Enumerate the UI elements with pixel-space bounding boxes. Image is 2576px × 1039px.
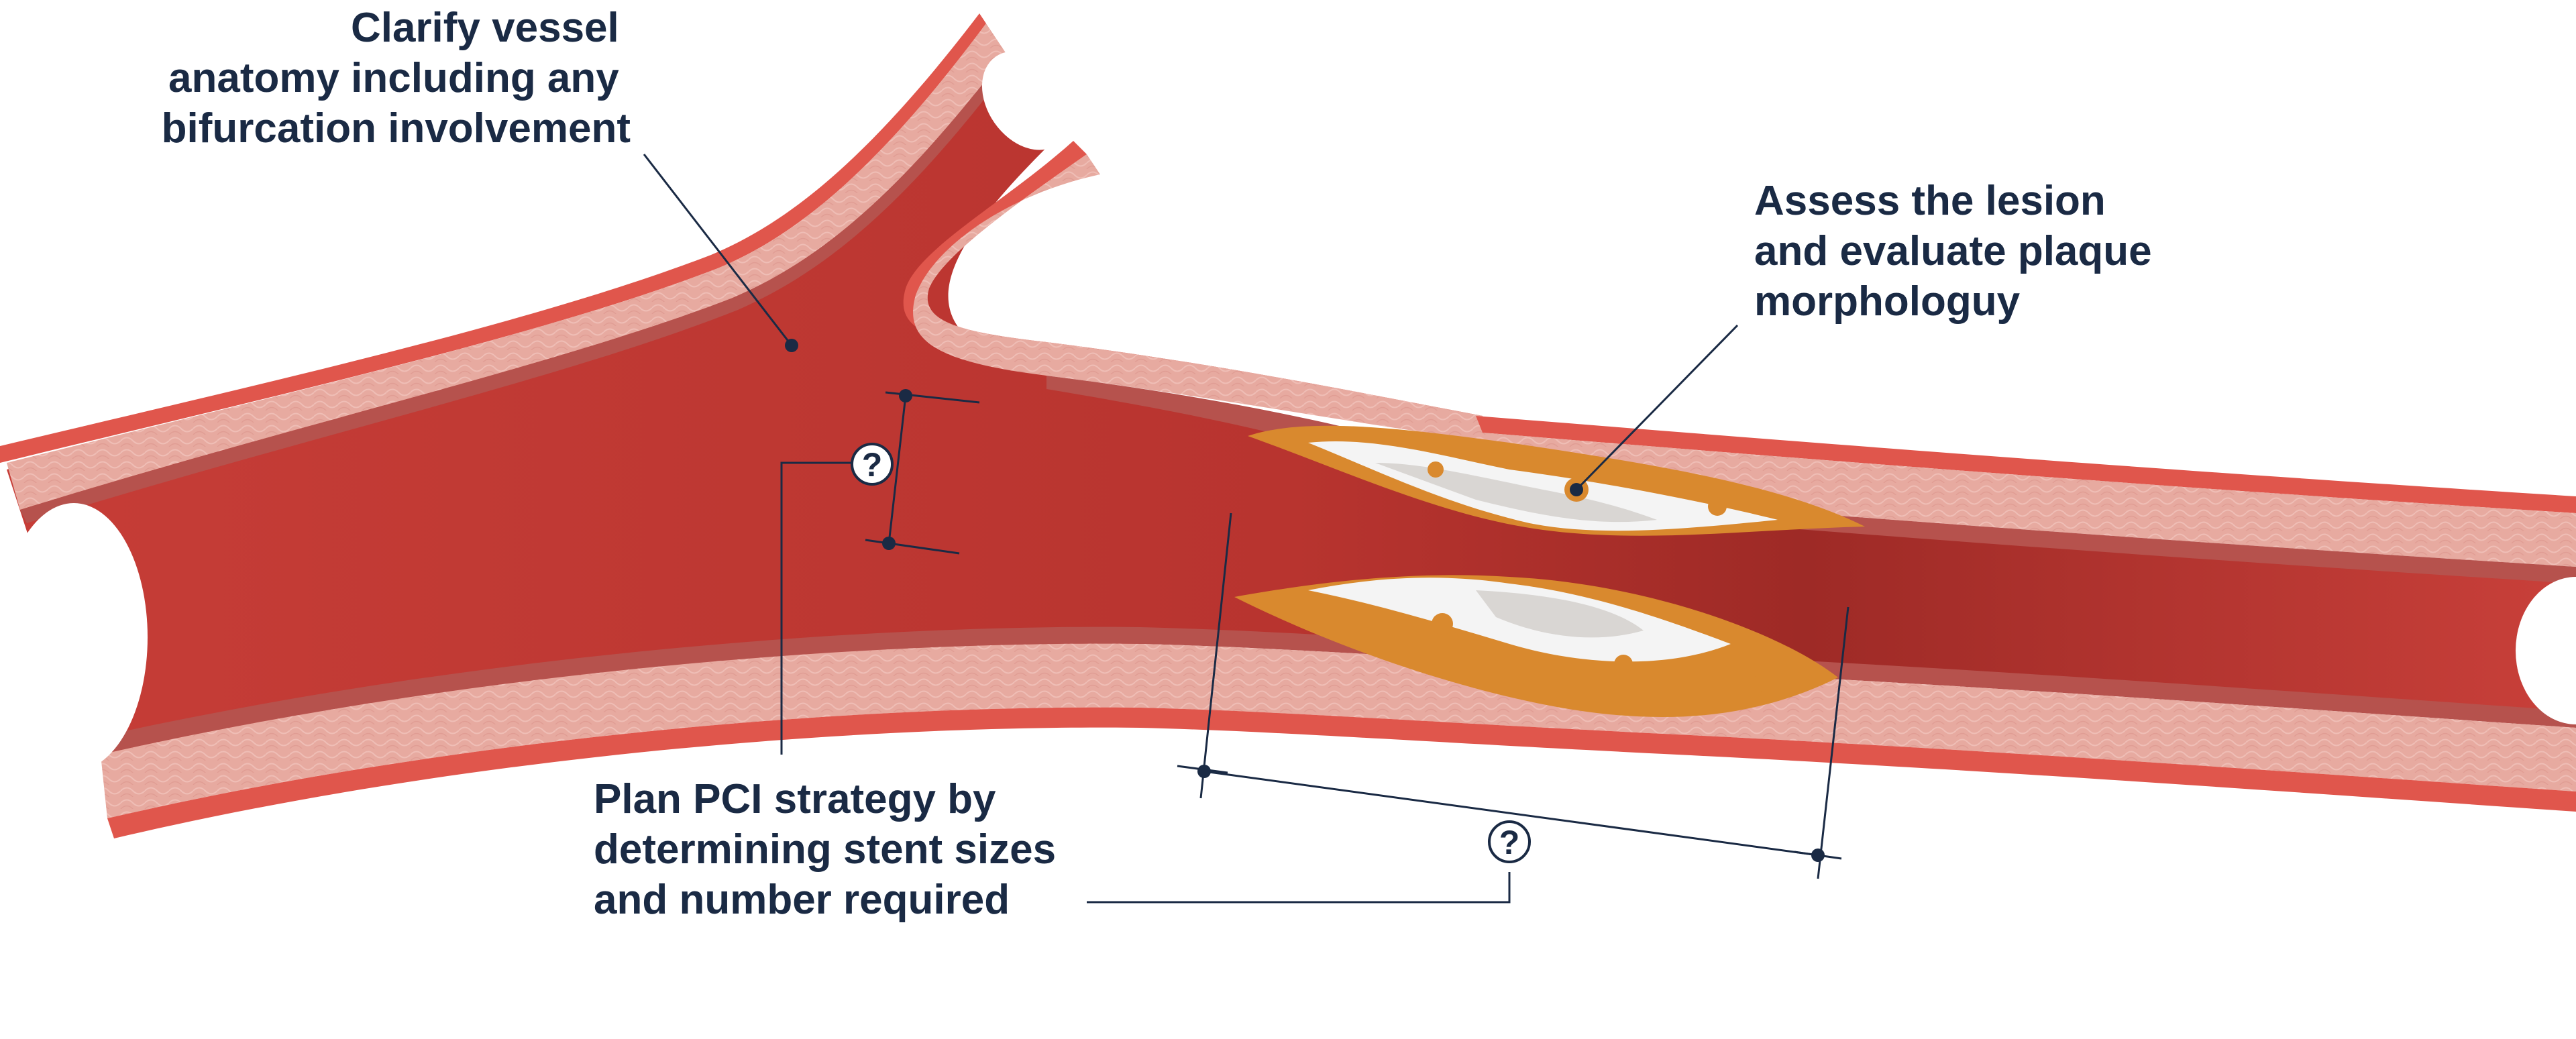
lesion-label-line-2: and evaluate plaque: [1754, 228, 2152, 274]
plan-label-line-1: Plan PCI strategy by: [594, 776, 996, 822]
plan-label-line-2: determining stent sizes: [594, 826, 1056, 873]
diameter-dot-top: [899, 389, 912, 402]
plan-label: Plan PCI strategy by determining stent s…: [594, 776, 1067, 923]
length-dot-left: [1197, 765, 1211, 778]
anatomy-label-line-1: Clarify vessel: [351, 5, 619, 51]
lesion-label-line-1: Assess the lesion: [1754, 178, 2106, 224]
lesion-label: Assess the lesion and evaluate plaque mo…: [1754, 178, 2163, 325]
plan-label-line-3: and number required: [594, 877, 1010, 923]
anatomy-label-line-2: anatomy including any: [168, 55, 619, 101]
anatomy-label-line-3: bifurcation involvement: [162, 105, 631, 152]
lesion-label-line-3: morphologuy: [1754, 278, 2021, 325]
length-leader-line: [1087, 872, 1509, 902]
lesion-dot: [1570, 483, 1583, 496]
anatomy-label: Clarify vessel anatomy including any bif…: [162, 5, 631, 152]
anatomy-dot: [785, 339, 798, 352]
diameter-question-text: ?: [862, 446, 883, 484]
length-dot-right: [1811, 849, 1825, 862]
left-vessel-opening: [0, 503, 148, 771]
diameter-dot-bottom: [882, 537, 896, 550]
length-question-marker: ?: [1489, 822, 1529, 862]
length-question-text: ?: [1499, 824, 1520, 861]
diameter-question-marker: ?: [852, 444, 892, 484]
